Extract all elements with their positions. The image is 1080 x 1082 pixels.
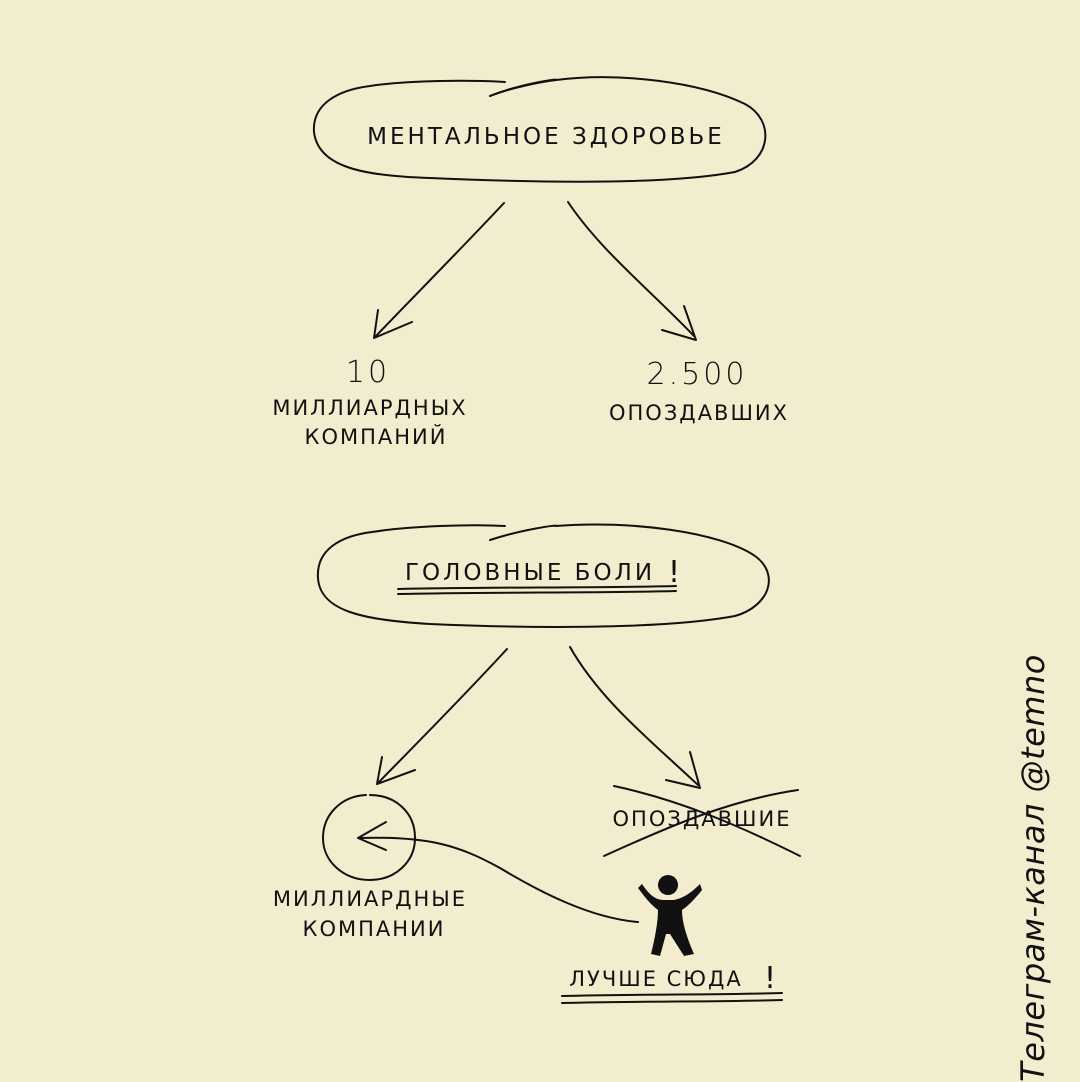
top-left-arrow [373,202,505,339]
crossed-out-group: ОПОЗДАВШИЕ [603,785,801,857]
bottom-bubble-underline-1 [397,585,677,590]
top-bubble: МЕНТАЛЬНОЕ ЗДОРОВЬЕ [312,76,767,183]
top-right-stat: 2.500 ОПОЗДАВШИХ [609,357,789,425]
top-left-line2: КОМПАНИЙ [305,424,448,449]
bottom-left-line1: МИЛЛИАРДНЫЕ [273,887,467,911]
top-bubble-label: МЕНТАЛЬНОЕ ЗДОРОВЬЕ [367,124,725,150]
return-arrow [357,821,639,923]
cross-line-2 [603,789,799,857]
cta-underline-2 [561,999,783,1004]
top-right-arrow [567,201,697,341]
crossed-out-word: ОПОЗДАВШИЕ [613,807,792,831]
bottom-bubble-exclaim: ! [668,555,682,590]
bottom-left-line2: КОМПАНИИ [303,917,446,941]
top-left-number: 10 [346,355,390,390]
target-circle [322,794,416,881]
cross-line-1 [613,785,801,857]
top-right-number: 2.500 [647,357,748,392]
bottom-left-label: МИЛЛИАРДНЫЕ КОМПАНИИ [273,887,467,941]
bottom-bubble-underline-2 [397,590,677,595]
target-circle-outline [322,794,416,881]
bottom-bubble-outline [316,523,770,628]
top-bubble-outline [312,76,767,183]
top-bubble-tail [489,79,557,97]
person-figure-icon [638,875,702,956]
bottom-right-arrow [569,646,701,789]
watermark: Телеграм-канал @temno [1014,654,1052,1082]
bottom-left-arrow [376,648,508,785]
cta-underline-1 [561,992,783,997]
cta-exclaim: ! [764,961,778,996]
top-left-line1: МИЛЛИАРДНЫХ [272,396,467,420]
person-figure-body [638,884,702,956]
top-left-stat: 10 МИЛЛИАРДНЫХ КОМПАНИЙ [272,355,467,449]
cta-label: ЛУЧШЕ СЮДА [569,967,743,991]
bottom-bubble-label: ГОЛОВНЫЕ БОЛИ [405,560,655,586]
top-right-line1: ОПОЗДАВШИХ [609,401,789,425]
cta-group: ЛУЧШЕ СЮДА ! [561,961,783,1004]
bottom-bubble: ГОЛОВНЫЕ БОЛИ ! [316,523,770,628]
